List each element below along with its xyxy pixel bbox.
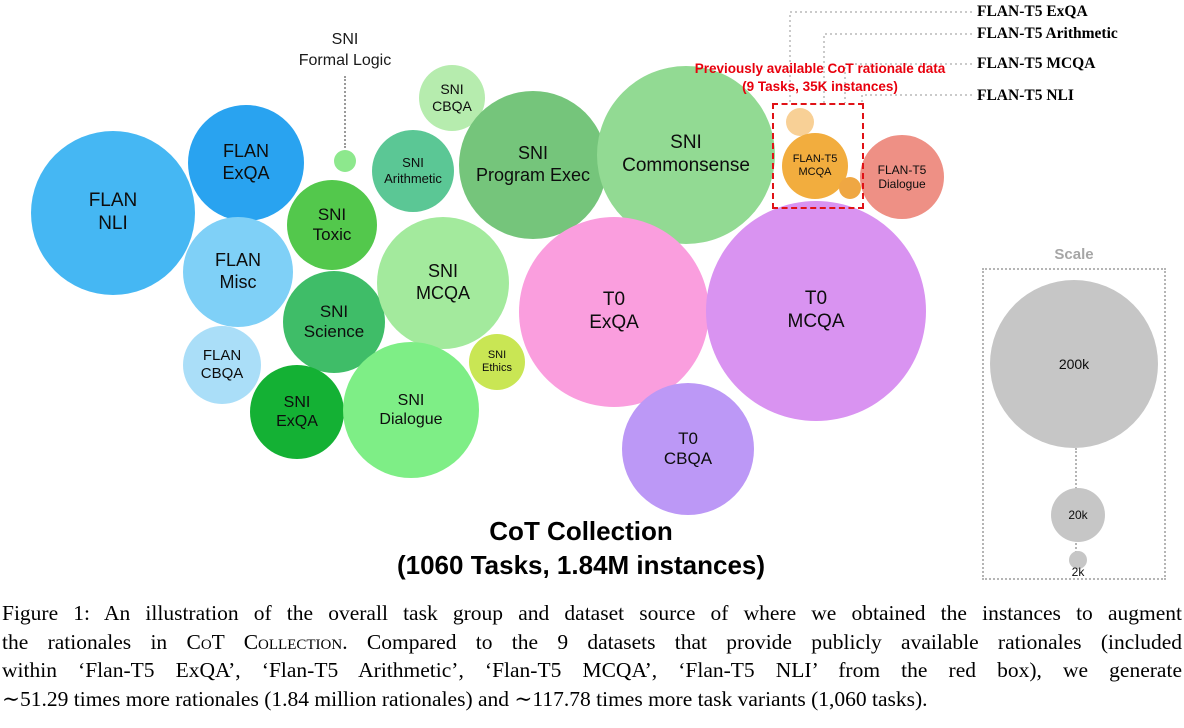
bubble-sni-formal-logic: SNI Formal Logic [334, 150, 356, 172]
label-flan-t5-nli: FLAN-T5 NLI [977, 87, 1074, 104]
figure-title-line2: (1060 Tasks, 1.84M instances) [396, 550, 766, 580]
scale-circle-2k: 2k [1069, 551, 1087, 579]
connector-flan-t5-nli [861, 94, 972, 103]
red-annotation-line2: (9 Tasks, 35K instances) [742, 78, 898, 94]
figure-caption: Figure 1: An illustration of the overall… [0, 599, 1184, 713]
label-flan-t5-exqa: FLAN-T5 ExQA [977, 3, 1088, 20]
formal-logic-label-line2: Formal Logic [298, 51, 392, 69]
red-annotation: Previously available CoT rationale data … [640, 60, 1000, 95]
caption-text: Figure 1: An illustration of the overall… [2, 601, 1182, 625]
red-annotation-line1: Previously available CoT rationale data [694, 61, 946, 76]
caption-line: within ‘Flan-T5 ExQA’, ‘Flan-T5 Arithmet… [2, 656, 1182, 685]
caption-text: ∼51.29 times more rationales (1.84 milli… [2, 686, 928, 711]
caption-smallcaps-text: CoT Collection [186, 629, 343, 654]
circle-label: 200k [1058, 355, 1090, 372]
formal-logic-connector-line [344, 76, 346, 148]
formal-logic-label: SNI Formal Logic [265, 30, 425, 72]
label-flan-t5-arithmetic: FLAN-T5 Arithmetic [977, 25, 1118, 42]
scale-circle-200k: 200k [990, 280, 1158, 448]
caption-text: within ‘Flan-T5 ExQA’, ‘Flan-T5 Arithmet… [2, 658, 1182, 683]
caption-text: . Compared to the 9 datasets that provid… [342, 629, 1183, 654]
caption-line: ∼51.29 times more rationales (1.84 milli… [2, 685, 1182, 714]
previously-available-cot-box [772, 103, 864, 209]
caption-text: the rationales in [2, 629, 187, 654]
scale-legend-title: Scale [1054, 246, 1094, 263]
caption-line: Figure 1: An illustration of the overall… [2, 599, 1182, 628]
label-flan-t5-mcqa: FLAN-T5 MCQA [977, 55, 1096, 72]
bubble-flan-t5-aux-right [839, 177, 861, 199]
bubble-flan-t5-aux-top [786, 108, 814, 136]
circle-label: 2k [1071, 565, 1085, 579]
figure-title: CoT Collection (1060 Tasks, 1.84M instan… [301, 514, 861, 582]
scale-legend-box [982, 268, 1166, 580]
circle-label: 20k [1068, 507, 1088, 522]
figure-title-line1: CoT Collection [489, 516, 673, 546]
scale-circle-20k: 20k [1051, 488, 1105, 542]
caption-line: the rationales in CoT Collection. Compar… [2, 628, 1182, 657]
formal-logic-label-line1: SNI [331, 31, 359, 48]
